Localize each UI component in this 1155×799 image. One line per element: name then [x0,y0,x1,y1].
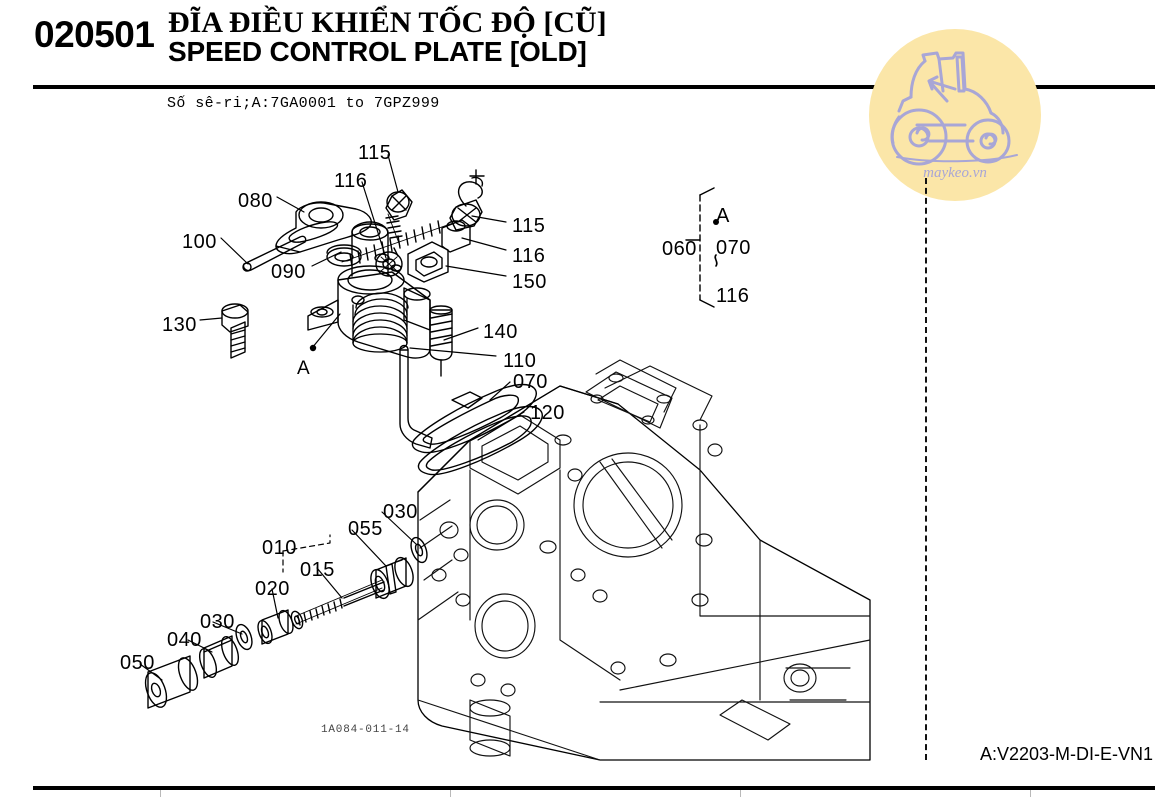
callout-110-10: 110 [503,350,537,372]
fitting-055 [370,556,414,600]
group-010-bracket [282,534,331,573]
washer-116-top [375,251,403,277]
callout-020-17: 020 [255,578,290,600]
callout-140-9: 140 [483,321,518,343]
callout-010-15: 010 [262,537,297,559]
washer-090 [326,244,362,267]
callout-116-6: 116 [512,245,546,267]
screw-115-top [385,189,413,257]
speed-control-housing [307,221,431,359]
callout-030-18: 030 [200,611,235,633]
callout-040-19: 040 [167,629,202,651]
vertical-dashed-guide [925,178,927,760]
lever-080 [275,201,372,255]
rod-015 [290,579,385,630]
callout-050-20: 050 [120,652,155,674]
drawing-number: 1A084-011-14 [321,724,410,736]
nut-040 [198,635,240,679]
callout-080-2: 080 [238,190,273,212]
shaft-110 [399,344,433,449]
bracket-150 [407,241,449,283]
callout-090-4: 090 [271,261,306,283]
page-part-number: 020501 [34,14,155,55]
footer-tick-3 [1030,790,1031,797]
group-060-item-070: 070 [716,237,751,259]
page-title-vietnamese: ĐĨA ĐIỀU KHIỂN TỐC ĐỘ [CŨ] [168,6,607,39]
callout-055-14: 055 [348,518,383,540]
group-marker-dot [713,219,719,225]
section-marker-A: A [297,358,310,379]
control-plate-070 [411,383,537,454]
washer-030-lower [235,623,253,651]
bolt-130 [221,303,249,359]
bushing-020 [257,609,294,645]
gasket-120 [417,405,543,476]
footer-tick-0 [160,790,161,797]
group-range-tilde [714,254,718,267]
callout-115-5: 115 [512,215,546,237]
footer-tick-2 [740,790,741,797]
header-divider-rule [33,85,1155,89]
engine-block-outline [417,385,871,761]
section-marker-dot [309,344,317,352]
group-060-item-A: A [716,205,730,227]
callout-120-12: 120 [530,402,565,424]
callout-115-0: 115 [358,142,392,164]
leader-lines [139,154,525,681]
spacer-116-right [441,219,471,253]
callout-015-16: 015 [300,559,335,581]
group-060-item-116: 116 [716,285,750,307]
serial-range-note: Số sê-ri;A:7GA0001 to 7GPZ999 [167,95,440,112]
callout-150-7: 150 [512,271,547,293]
callout-116-1: 116 [334,170,368,192]
group-060-label: 060 [662,238,697,260]
footer-tick-1 [450,790,451,797]
screw-115-right [341,169,485,267]
callout-130-8: 130 [162,314,197,336]
sleeve-050 [144,655,199,709]
callout-030-13: 030 [383,501,418,523]
page-title-english: SPEED CONTROL PLATE [OLD] [168,36,587,67]
footer-divider-rule [33,786,1155,790]
washer-030-upper [410,536,428,564]
callout-070-11: 070 [513,371,548,393]
footer-model-code: A:V2203-M-DI-E-VN1 [979,744,1153,764]
callout-100-3: 100 [182,231,217,253]
group-060-bracket-ends [685,187,715,308]
engine-block-details [417,359,871,761]
pin-140 [429,305,453,377]
